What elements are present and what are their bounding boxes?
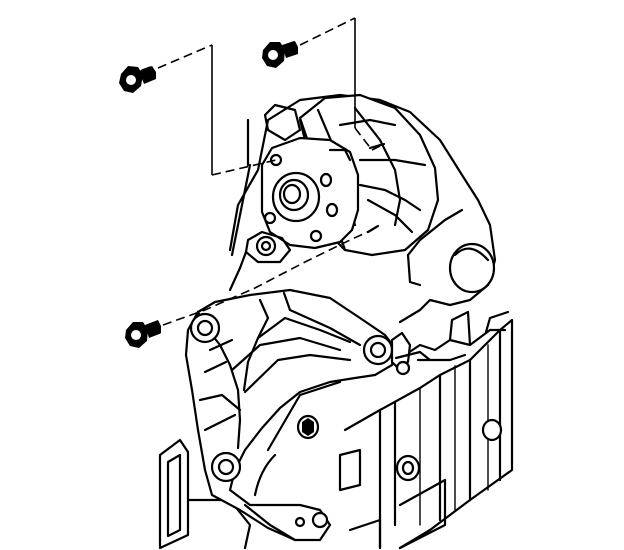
water-pump (260, 93, 440, 257)
engine-block (158, 310, 514, 550)
alignment-line-lower-left-bolt (162, 229, 373, 326)
alignment-line-upper-left-bolt (157, 44, 277, 176)
timing-cover (228, 93, 497, 324)
pump-flange (228, 230, 292, 292)
alignment-line-upper-right-bolt (299, 17, 383, 151)
bracket-spacer (390, 331, 432, 376)
stud-markers (366, 142, 386, 234)
bolt-upper-left (119, 66, 156, 93)
bolt-upper-right (262, 41, 298, 68)
bolt-lower-left (125, 320, 161, 348)
pump-mounting-bracket (184, 288, 397, 542)
